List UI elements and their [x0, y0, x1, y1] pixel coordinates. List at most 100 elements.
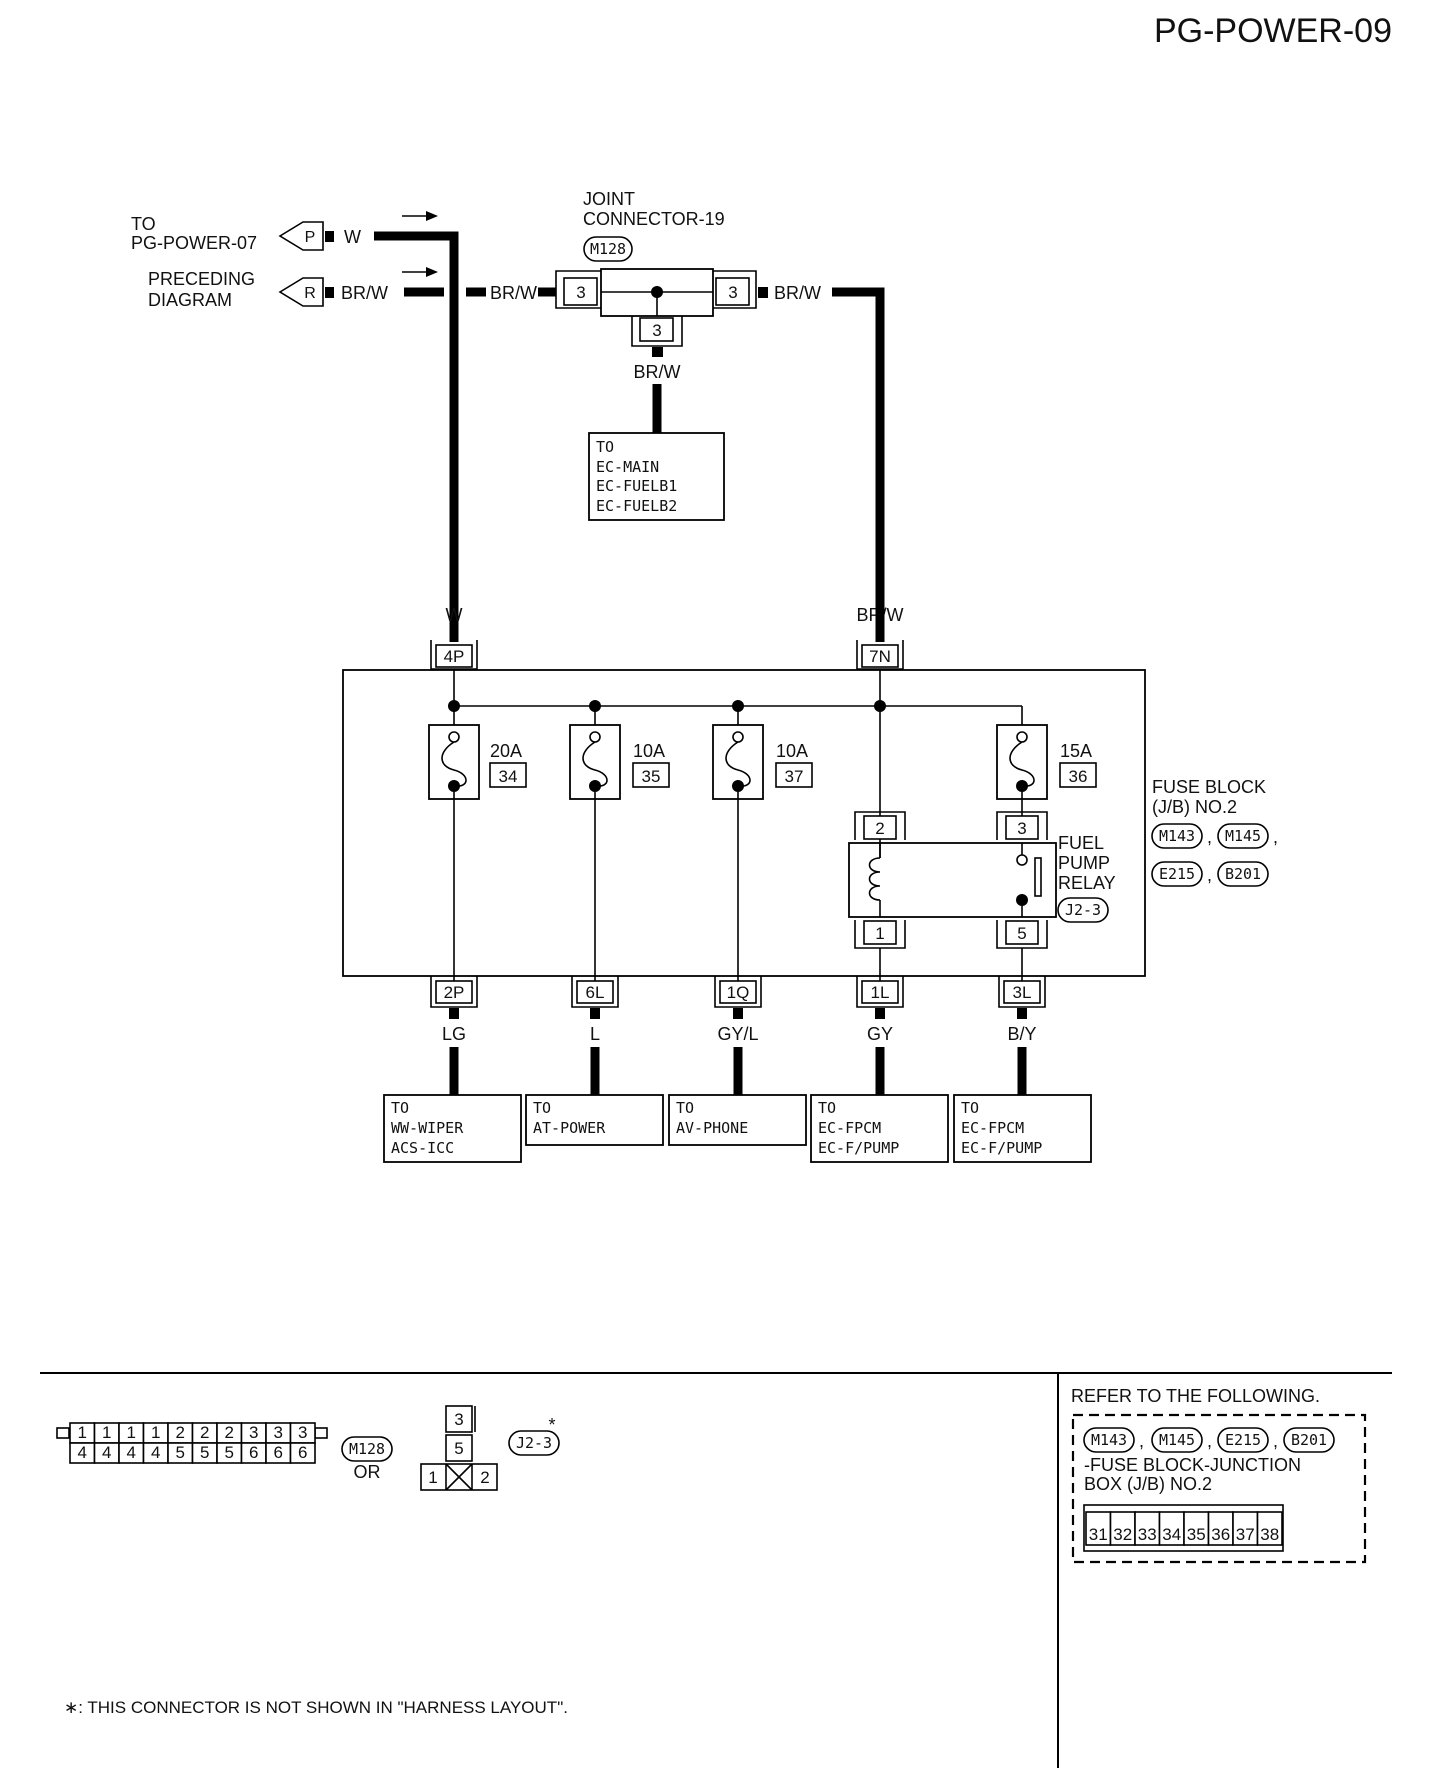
relay-connector-tag[interactable]: [1057, 897, 1109, 923]
j23-connector-face: 3 5 1 2 J2-3 *: [420, 1405, 560, 1491]
fuse-block: 20A 34 10A 35 10A 37: [342, 669, 1278, 991]
svg-text:M128: M128: [349, 1440, 385, 1458]
fuse-cavity-label: 37: [1236, 1525, 1255, 1544]
m128-cavity-bottom-label: 6: [298, 1443, 307, 1462]
fuse-block-connector-m145[interactable]: [1217, 823, 1269, 849]
input-letter-r: R: [304, 285, 316, 302]
svg-text:EC-F/PUMP: EC-F/PUMP: [818, 1139, 899, 1157]
svg-text:,: ,: [1139, 1431, 1144, 1451]
output-wire-gy: GY: [867, 1024, 893, 1044]
m128-cavity-bottom-label: 6: [249, 1443, 258, 1462]
wire-brw-label-joint-bottom: BR/W: [634, 362, 681, 382]
svg-text:,: ,: [1207, 1431, 1212, 1451]
arrow-connector-p: [278, 221, 324, 251]
m128-cavity-bottom-label: 4: [78, 1443, 87, 1462]
fuse-cavity: [1085, 1511, 1112, 1546]
svg-text:J2-3: J2-3: [1065, 901, 1101, 919]
j23-pin-2: 2: [480, 1468, 489, 1487]
output-dest-3l[interactable]: [953, 1094, 1092, 1163]
refer-connector-e215[interactable]: [1217, 1427, 1269, 1453]
refer-connector-m145[interactable]: [1151, 1427, 1203, 1453]
input-wire-brw: BR/W: [341, 283, 388, 303]
svg-text:6L: 6L: [586, 983, 605, 1002]
fuse-34: 20A 34: [428, 724, 527, 991]
preceding-label-2: DIAGRAM: [148, 290, 232, 310]
svg-text:,: ,: [1207, 827, 1212, 847]
j23-tag[interactable]: [508, 1430, 560, 1456]
svg-text:7N: 7N: [869, 647, 891, 666]
fuse-input-pin-7n: [861, 644, 899, 668]
fuse-block-connector-b201[interactable]: [1217, 861, 1269, 887]
output-2p: 2P LG TO WW-WIPER ACS-ICC: [383, 976, 522, 1163]
svg-text:E215: E215: [1159, 865, 1195, 883]
m128-cavity-bottom-label: 4: [151, 1443, 160, 1462]
m128-cavity-bottom: [289, 1442, 316, 1464]
svg-text:TO: TO: [961, 1099, 979, 1117]
output-1q: 1Q GY/L TO AV-PHONE: [668, 976, 807, 1146]
svg-text:B201: B201: [1225, 865, 1261, 883]
m128-cavity-bottom-label: 4: [102, 1443, 111, 1462]
output-dest-1l[interactable]: [810, 1094, 949, 1163]
svg-text:EC-FUELB1: EC-FUELB1: [596, 477, 677, 495]
svg-text:EC-FPCM: EC-FPCM: [961, 1119, 1024, 1137]
svg-text:1Q: 1Q: [727, 983, 750, 1002]
output-3l: 3L B/Y TO EC-FPCM EC-F/PUMP: [953, 976, 1092, 1163]
svg-text:AT-POWER: AT-POWER: [533, 1119, 606, 1137]
refer-connector-b201[interactable]: [1283, 1427, 1335, 1453]
output-pin-3l: [1003, 980, 1041, 1004]
output-1l: 1L GY TO EC-FPCM EC-F/PUMP: [810, 976, 949, 1163]
wire-brw-to-fuse-block: [832, 287, 885, 598]
fuse-35-num: 35: [642, 767, 661, 786]
footnote: ∗: THIS CONNECTOR IS NOT SHOWN IN "HARNE…: [64, 1698, 568, 1717]
fuse-37-amp: 10A: [776, 741, 808, 761]
svg-text:1L: 1L: [871, 983, 890, 1002]
m128-cavity-bottom-label: 5: [200, 1443, 209, 1462]
relay-body: [848, 842, 1057, 918]
wire-w: [374, 231, 459, 638]
svg-text:2: 2: [875, 819, 884, 838]
svg-text:5: 5: [1017, 924, 1026, 943]
m128-cavity-top-label: 2: [225, 1423, 234, 1442]
svg-text:,: ,: [1273, 827, 1278, 847]
svg-text:4P: 4P: [444, 647, 465, 666]
j23-pin-1: 1: [428, 1468, 437, 1487]
svg-text:EC-F/PUMP: EC-F/PUMP: [961, 1139, 1042, 1157]
relay-pin-2: [863, 815, 897, 840]
output-wire-by: B/Y: [1007, 1024, 1036, 1044]
fuse-block-connector-m143[interactable]: [1151, 823, 1203, 849]
arrow-connector-r: [278, 277, 324, 307]
m128-cavity-bottom-label: 6: [274, 1443, 283, 1462]
relay-name-3: RELAY: [1058, 873, 1116, 893]
m128-cavity-bottom-label: 4: [127, 1443, 136, 1462]
fuse-cavity: [1256, 1511, 1283, 1546]
output-dest-1q[interactable]: [668, 1094, 807, 1146]
svg-text:EC-MAIN: EC-MAIN: [596, 458, 659, 476]
svg-text:M128: M128: [590, 240, 626, 258]
fuse-block-name: FUSE BLOCK: [1152, 777, 1266, 797]
fuse-35: 10A 35: [569, 724, 670, 991]
target-diagram[interactable]: PG-POWER-07: [131, 233, 257, 253]
fuse-34-amp: 20A: [490, 741, 522, 761]
joint-connector-tag[interactable]: [583, 236, 633, 262]
joint-destination-box[interactable]: [588, 432, 725, 521]
m128-cavity-bottom-label: 5: [225, 1443, 234, 1462]
fuse-block-connector-e215[interactable]: [1151, 861, 1203, 887]
output-pin-1q: [719, 980, 757, 1004]
svg-text:M145: M145: [1225, 827, 1261, 845]
output-dest-2p[interactable]: [383, 1094, 522, 1163]
svg-text:E215: E215: [1225, 1431, 1261, 1449]
output-dest-6l[interactable]: [525, 1094, 664, 1146]
input-wire-w: W: [344, 227, 361, 247]
refer-connector-m143[interactable]: [1083, 1427, 1135, 1453]
refer-dashed-box: [1071, 1413, 1367, 1564]
relay-pin-1: [863, 920, 897, 945]
fuse-cavity: [1232, 1511, 1259, 1546]
fuel-pump-relay: 2 3 1 5 FUEL PUMP RELAY: [848, 811, 1116, 991]
m128-tag[interactable]: [341, 1436, 393, 1462]
svg-text:,: ,: [1273, 1431, 1278, 1451]
fuse-36-amp: 15A: [1060, 741, 1092, 761]
svg-text:M145: M145: [1159, 1431, 1195, 1449]
fuse-34-num: 34: [499, 767, 518, 786]
